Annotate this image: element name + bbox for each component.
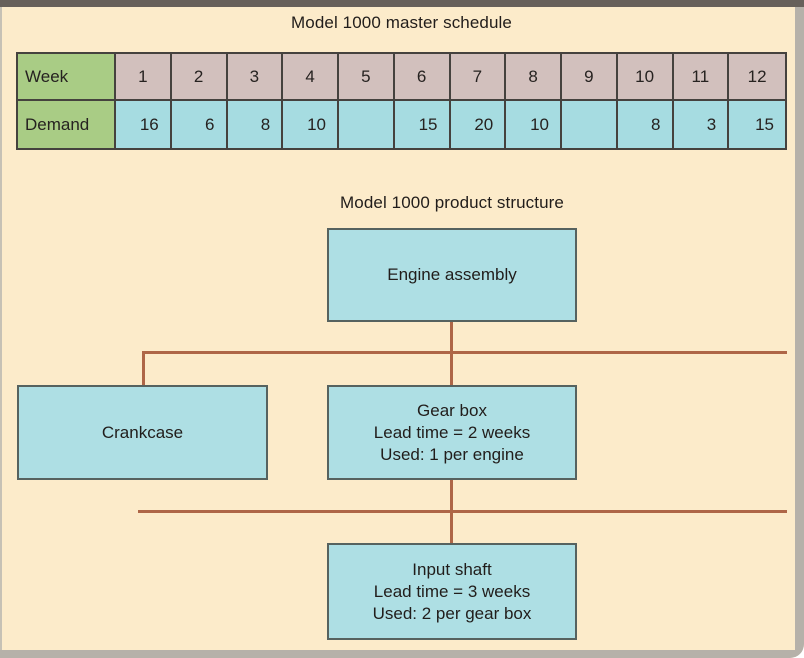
demand-cell-3: 8 [227, 101, 284, 148]
node-crankcase-label: Crankcase [101, 422, 184, 442]
node-input-shaft-title: Input shaft [412, 559, 492, 579]
node-gear-box-title: Gear box [417, 400, 487, 420]
week-cell-7: 7 [450, 54, 507, 101]
frame-left-border [0, 7, 2, 658]
node-input-shaft-lead-time: Lead time = 3 weeks [373, 581, 531, 601]
node-gear-box-usage: Used: 1 per engine [380, 444, 524, 464]
week-cell-2: 2 [171, 54, 228, 101]
demand-cell-8: 10 [506, 101, 562, 148]
demand-cell-5 [339, 101, 395, 148]
node-engine-assembly: Engine assembly [327, 228, 577, 322]
week-row-header: Week [18, 54, 116, 101]
demand-cell-2: 6 [171, 101, 228, 148]
node-crankcase: Crankcase [17, 385, 268, 480]
demand-cell-1: 16 [116, 101, 172, 148]
connector-upper-horizontal-line [142, 351, 787, 354]
frame-top-border [0, 0, 804, 7]
node-input-shaft-usage: Used: 2 per gear box [372, 603, 532, 623]
week-cell-6: 6 [394, 54, 451, 101]
demand-cell-12: 15 [729, 101, 785, 148]
product-structure-title: Model 1000 product structure [340, 193, 564, 212]
demand-row-header: Demand [18, 101, 116, 148]
node-engine-assembly-label: Engine assembly [387, 265, 517, 284]
frame-bottom-border [0, 650, 804, 658]
week-cell-12: 12 [729, 54, 785, 101]
week-cell-4: 4 [283, 54, 339, 101]
week-cell-10: 10 [617, 54, 674, 101]
demand-cell-7: 20 [450, 101, 507, 148]
master-schedule-title: Model 1000 master schedule [291, 13, 512, 32]
week-cell-3: 3 [227, 54, 284, 101]
node-input-shaft: Input shaft Lead time = 3 weeks Used: 2 … [327, 543, 577, 640]
master-schedule-table: Week 1 2 3 4 5 6 7 8 9 10 11 12 Demand 1… [16, 52, 787, 150]
connector-crankcase-drop-line [142, 351, 145, 387]
connector-lower-horizontal-line [138, 510, 787, 513]
demand-cell-4: 10 [283, 101, 339, 148]
week-cell-5: 5 [339, 54, 395, 101]
week-cell-9: 9 [562, 54, 618, 101]
demand-cell-11: 3 [673, 101, 730, 148]
frame-right-border [795, 7, 804, 658]
node-gear-box: Gear box Lead time = 2 weeks Used: 1 per… [327, 385, 577, 480]
week-cell-8: 8 [506, 54, 562, 101]
week-cell-11: 11 [673, 54, 730, 101]
week-cell-1: 1 [116, 54, 172, 101]
node-gear-box-lead-time: Lead time = 2 weeks [373, 422, 531, 442]
demand-cell-6: 15 [394, 101, 451, 148]
demand-cell-9 [562, 101, 618, 148]
connector-engine-drop-line [450, 322, 453, 386]
demand-cell-10: 8 [617, 101, 674, 148]
